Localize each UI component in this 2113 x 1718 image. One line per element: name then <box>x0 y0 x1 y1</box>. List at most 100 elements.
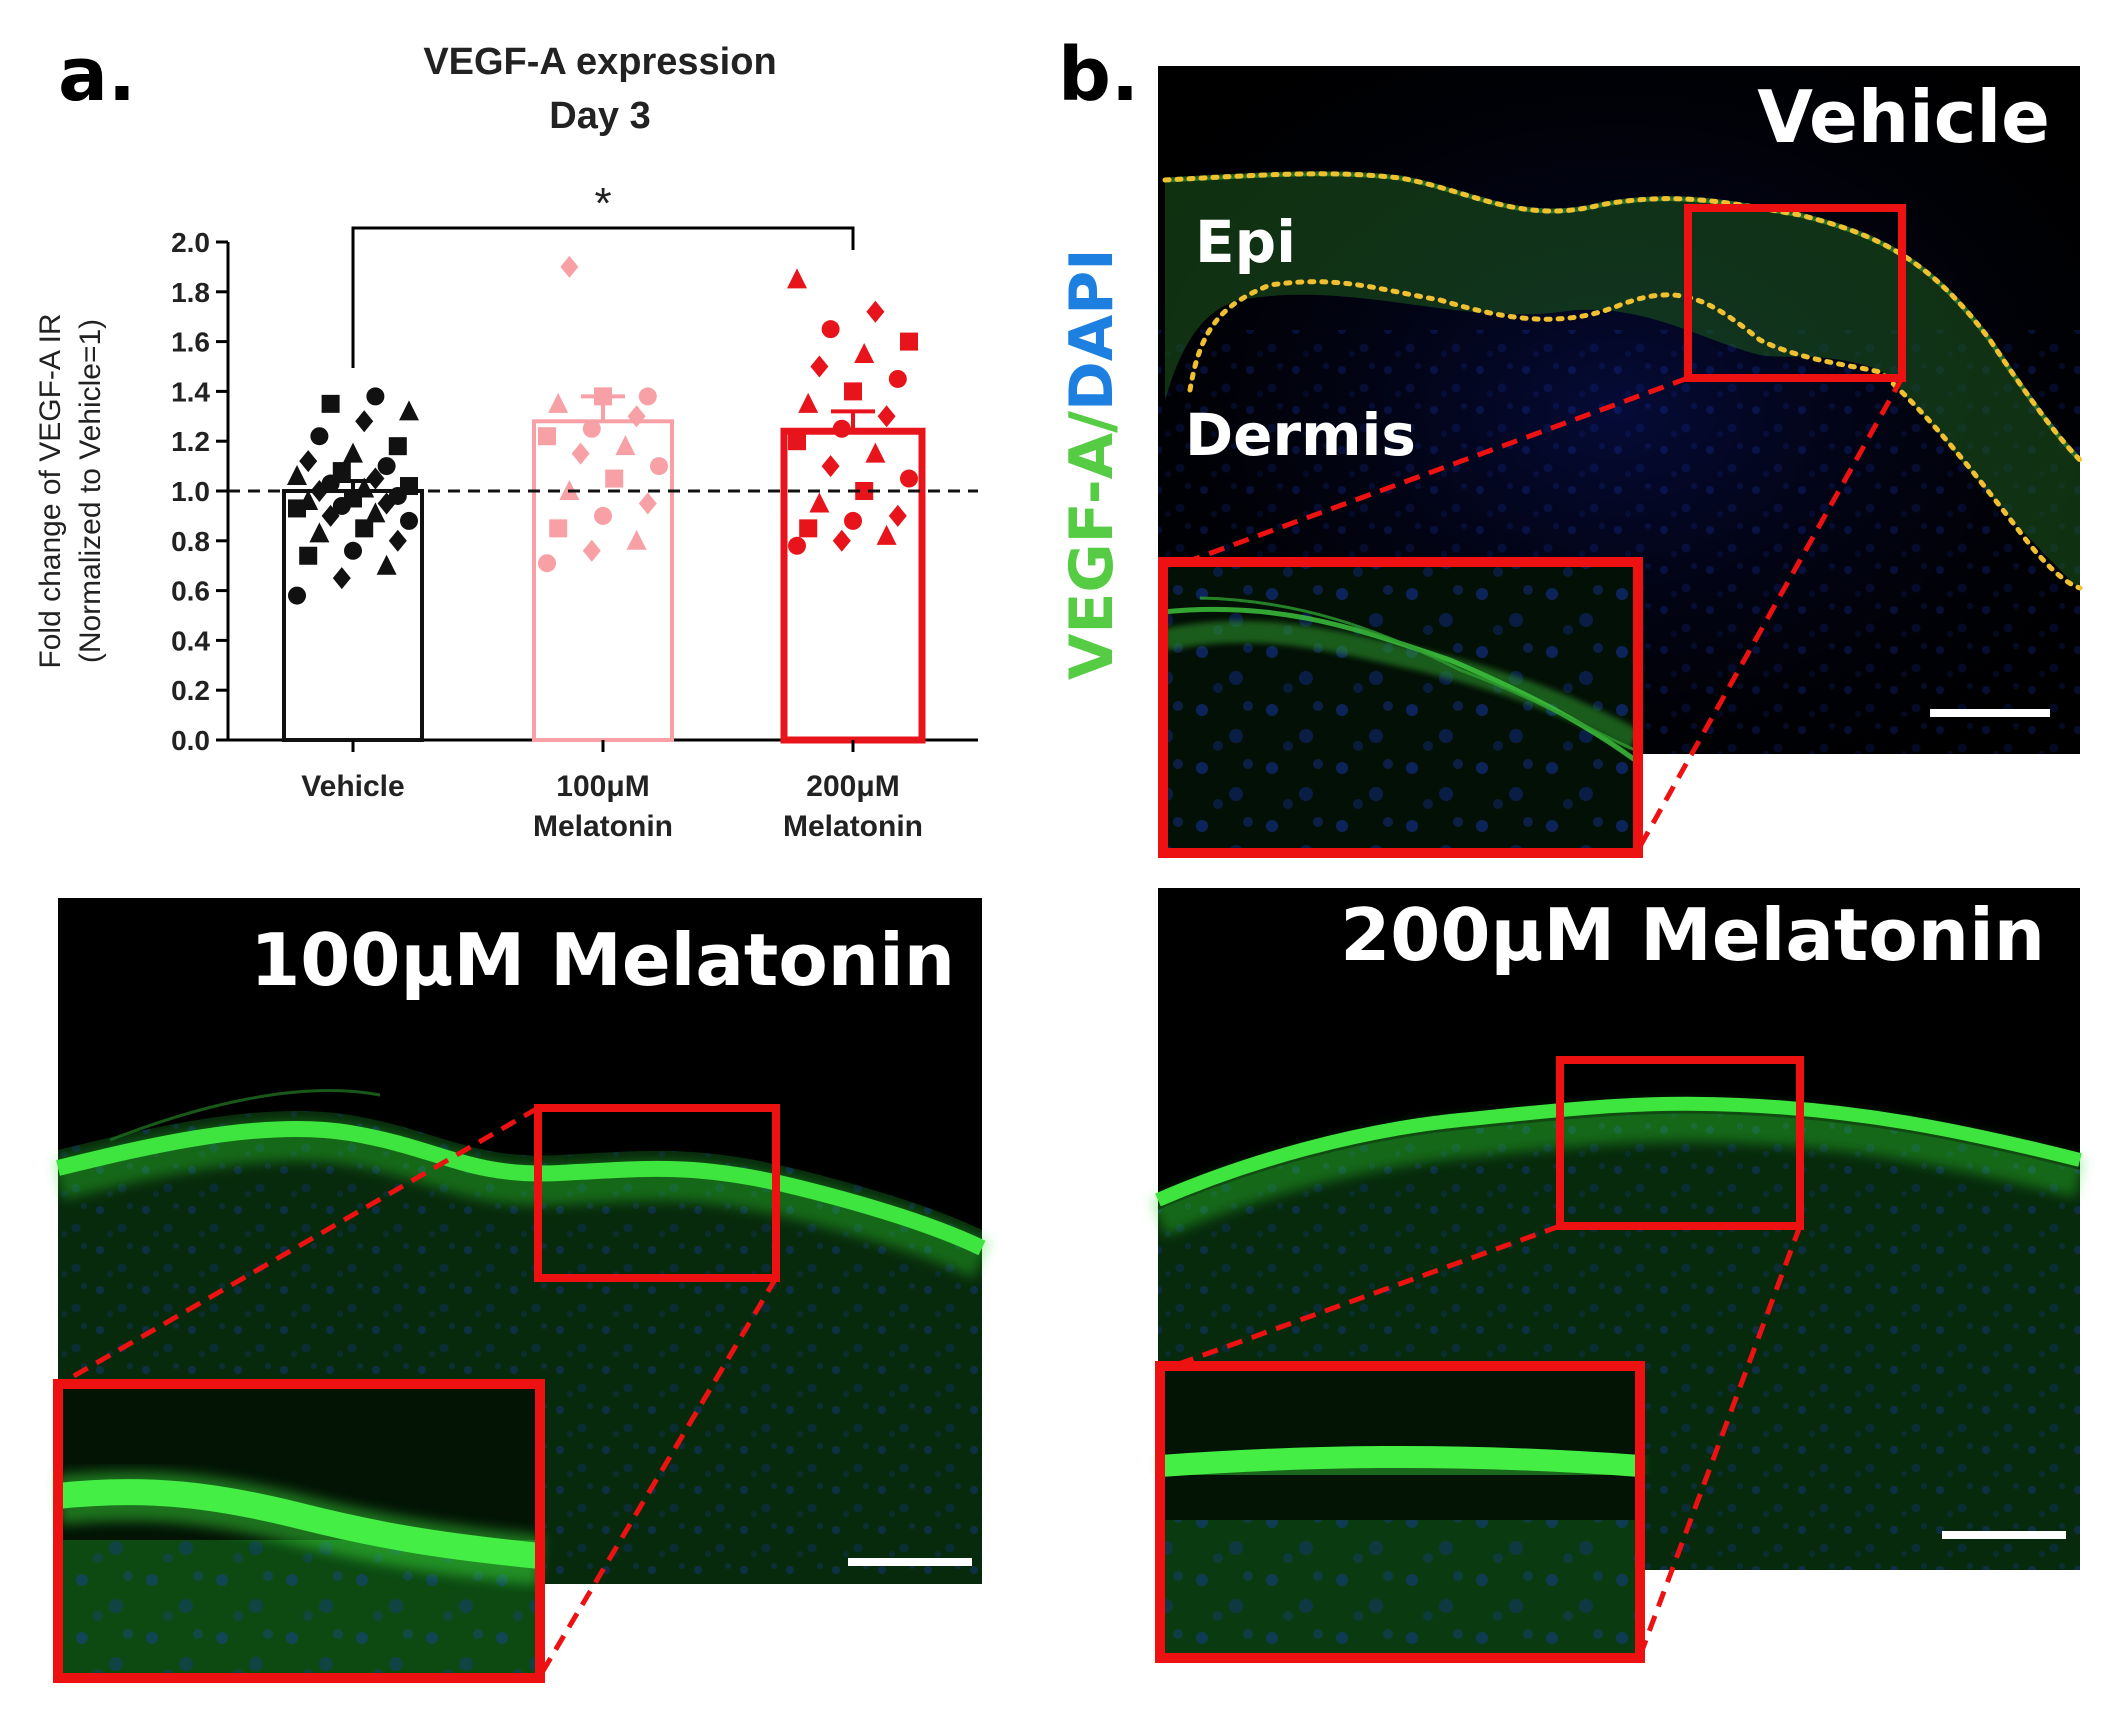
data-point <box>821 455 840 478</box>
data-point <box>354 477 375 498</box>
data-point <box>638 387 657 406</box>
epi-label: Epi <box>1195 208 1296 276</box>
vehicle-title: Vehicle <box>1757 75 2050 159</box>
dermis-label: Dermis <box>1185 401 1416 469</box>
vehicle-roi-box <box>1684 204 1906 382</box>
y-axis-label: Fold change of VEGF-A IR <box>34 313 67 668</box>
data-point <box>309 522 330 543</box>
data-point <box>332 567 351 590</box>
data-point <box>876 524 897 545</box>
data-point <box>865 442 886 463</box>
data-point <box>798 392 819 413</box>
vehicle-zoom-line <box>1635 376 1905 852</box>
data-point <box>787 268 807 289</box>
x-tick-label: Melatonin <box>783 810 923 843</box>
y-tick-label: 0.4 <box>171 625 210 656</box>
data-point <box>344 541 362 560</box>
x-tick-label: 200μM <box>806 770 899 803</box>
y-tick-label: 2.0 <box>171 227 210 258</box>
data-point <box>582 419 601 438</box>
data-point <box>332 462 351 481</box>
y-tick-label: 1.6 <box>171 327 210 358</box>
y-tick-label: 1.8 <box>171 277 210 308</box>
m200-green-band <box>1155 1096 2082 1207</box>
y-tick-label: 0.6 <box>171 576 210 607</box>
vehicle-inset <box>1158 557 1643 858</box>
data-point <box>288 586 306 605</box>
x-tick-label: Vehicle <box>301 770 404 803</box>
m100-roi-box <box>534 1104 780 1282</box>
m100-zoom-line <box>58 1105 540 1387</box>
data-point <box>571 442 590 465</box>
chart-title-line2: Day 3 <box>549 95 650 137</box>
data-point <box>299 546 318 565</box>
data-point <box>377 457 396 476</box>
data-point <box>321 504 340 527</box>
y-tick-label: 0.2 <box>171 675 210 706</box>
data-point <box>638 492 657 515</box>
data-point <box>650 457 668 476</box>
data-point <box>821 320 840 339</box>
data-point <box>560 255 579 278</box>
data-point <box>832 419 851 438</box>
panel-b-letter: b. <box>1058 32 1139 118</box>
panel-a-letter: a. <box>58 32 136 118</box>
data-point <box>538 427 556 446</box>
y-tick-label: 0.8 <box>171 526 210 557</box>
data-point <box>844 382 862 401</box>
significance-bracket <box>351 226 855 368</box>
stain-label: VEGF-A/DAPI <box>1057 248 1127 680</box>
data-point <box>854 343 875 364</box>
data-point <box>355 519 374 538</box>
epidermis-outline <box>1162 171 2083 463</box>
data-point <box>900 332 918 351</box>
data-point <box>355 410 374 433</box>
y-tick-label: 1.0 <box>171 476 210 507</box>
data-point <box>605 469 624 488</box>
data-point <box>366 387 385 406</box>
m200-inset <box>1155 1361 1645 1663</box>
significance-star: * <box>594 179 611 228</box>
data-point <box>321 394 340 413</box>
data-point <box>888 504 907 527</box>
m200-zoom-line <box>1161 1223 1561 1373</box>
data-point <box>832 529 851 552</box>
y-tick-label: 1.4 <box>171 376 210 407</box>
m200-roi-box <box>1556 1056 1804 1230</box>
data-point <box>900 469 918 488</box>
data-point <box>877 405 896 428</box>
data-point <box>365 502 386 523</box>
x-tick-label: Melatonin <box>533 810 673 843</box>
data-point <box>388 529 407 552</box>
data-point <box>299 450 318 473</box>
data-point <box>548 392 569 413</box>
m100-title: 100μM Melatonin <box>250 918 955 1002</box>
bar <box>282 489 424 742</box>
data-point <box>594 506 612 525</box>
vehicle-zoom-line <box>1169 375 1689 571</box>
data-point <box>549 519 568 538</box>
data-point <box>366 467 385 490</box>
stain-label-blue: DAPI <box>1057 248 1127 411</box>
data-point <box>538 554 556 573</box>
data-point <box>287 465 307 486</box>
y-tick-label: 0.0 <box>171 725 210 756</box>
x-tick-label: 100μM <box>556 770 649 803</box>
data-point <box>626 529 647 550</box>
stain-label-green: VEGF-A/ <box>1057 411 1127 680</box>
data-point <box>799 519 818 538</box>
data-point <box>298 489 319 510</box>
m200-micrograph: 200μM Melatonin <box>1150 888 2085 1663</box>
data-point <box>627 405 646 428</box>
m100-micrograph: 100μM Melatonin <box>53 898 991 1683</box>
m100-green-band <box>56 1120 986 1256</box>
y-tick-label: 1.2 <box>171 426 210 457</box>
data-point <box>310 427 329 446</box>
m200-title: 200μM Melatonin <box>1340 893 2045 977</box>
data-point <box>615 435 636 456</box>
data-point <box>343 442 363 463</box>
data-point <box>810 355 829 378</box>
data-point <box>788 432 806 451</box>
